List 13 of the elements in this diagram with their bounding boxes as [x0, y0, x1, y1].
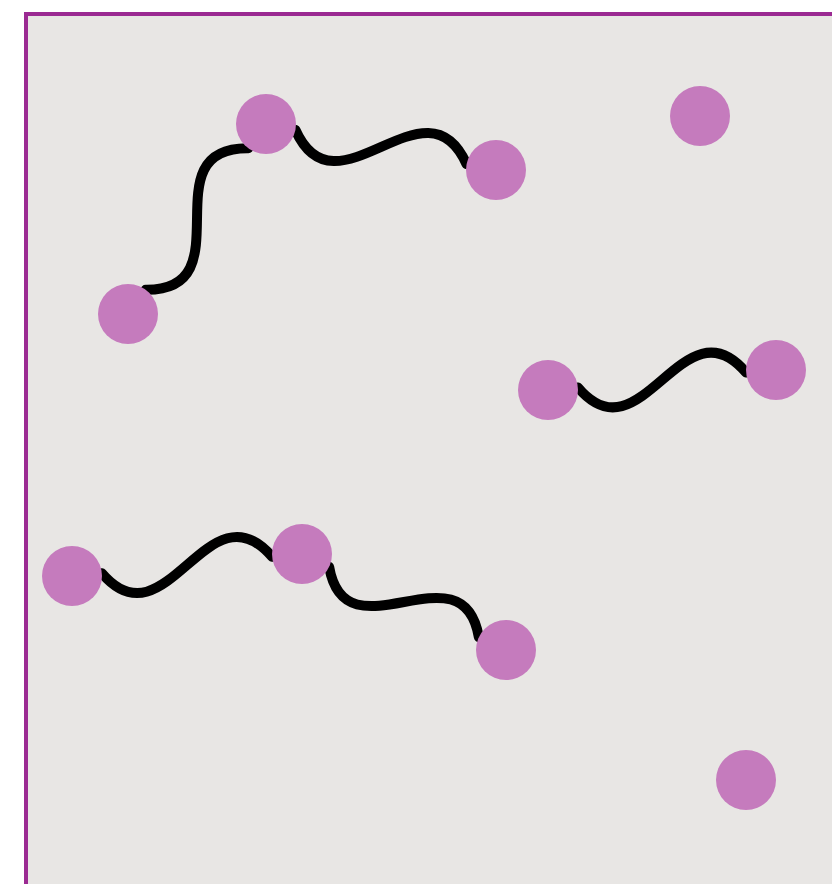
- wavy-connector: [290, 124, 472, 170]
- wavy-connector: [572, 347, 752, 413]
- circle-node: [466, 140, 526, 200]
- circle-node: [272, 524, 332, 584]
- circle-node: [98, 284, 158, 344]
- circle-node: [716, 750, 776, 810]
- wavy-connector: [96, 532, 278, 598]
- circle-node: [476, 620, 536, 680]
- circle-node: [42, 546, 102, 606]
- circle-node: [746, 340, 806, 400]
- circle-node: [518, 360, 578, 420]
- circle-node: [670, 86, 730, 146]
- circle-node: [236, 94, 296, 154]
